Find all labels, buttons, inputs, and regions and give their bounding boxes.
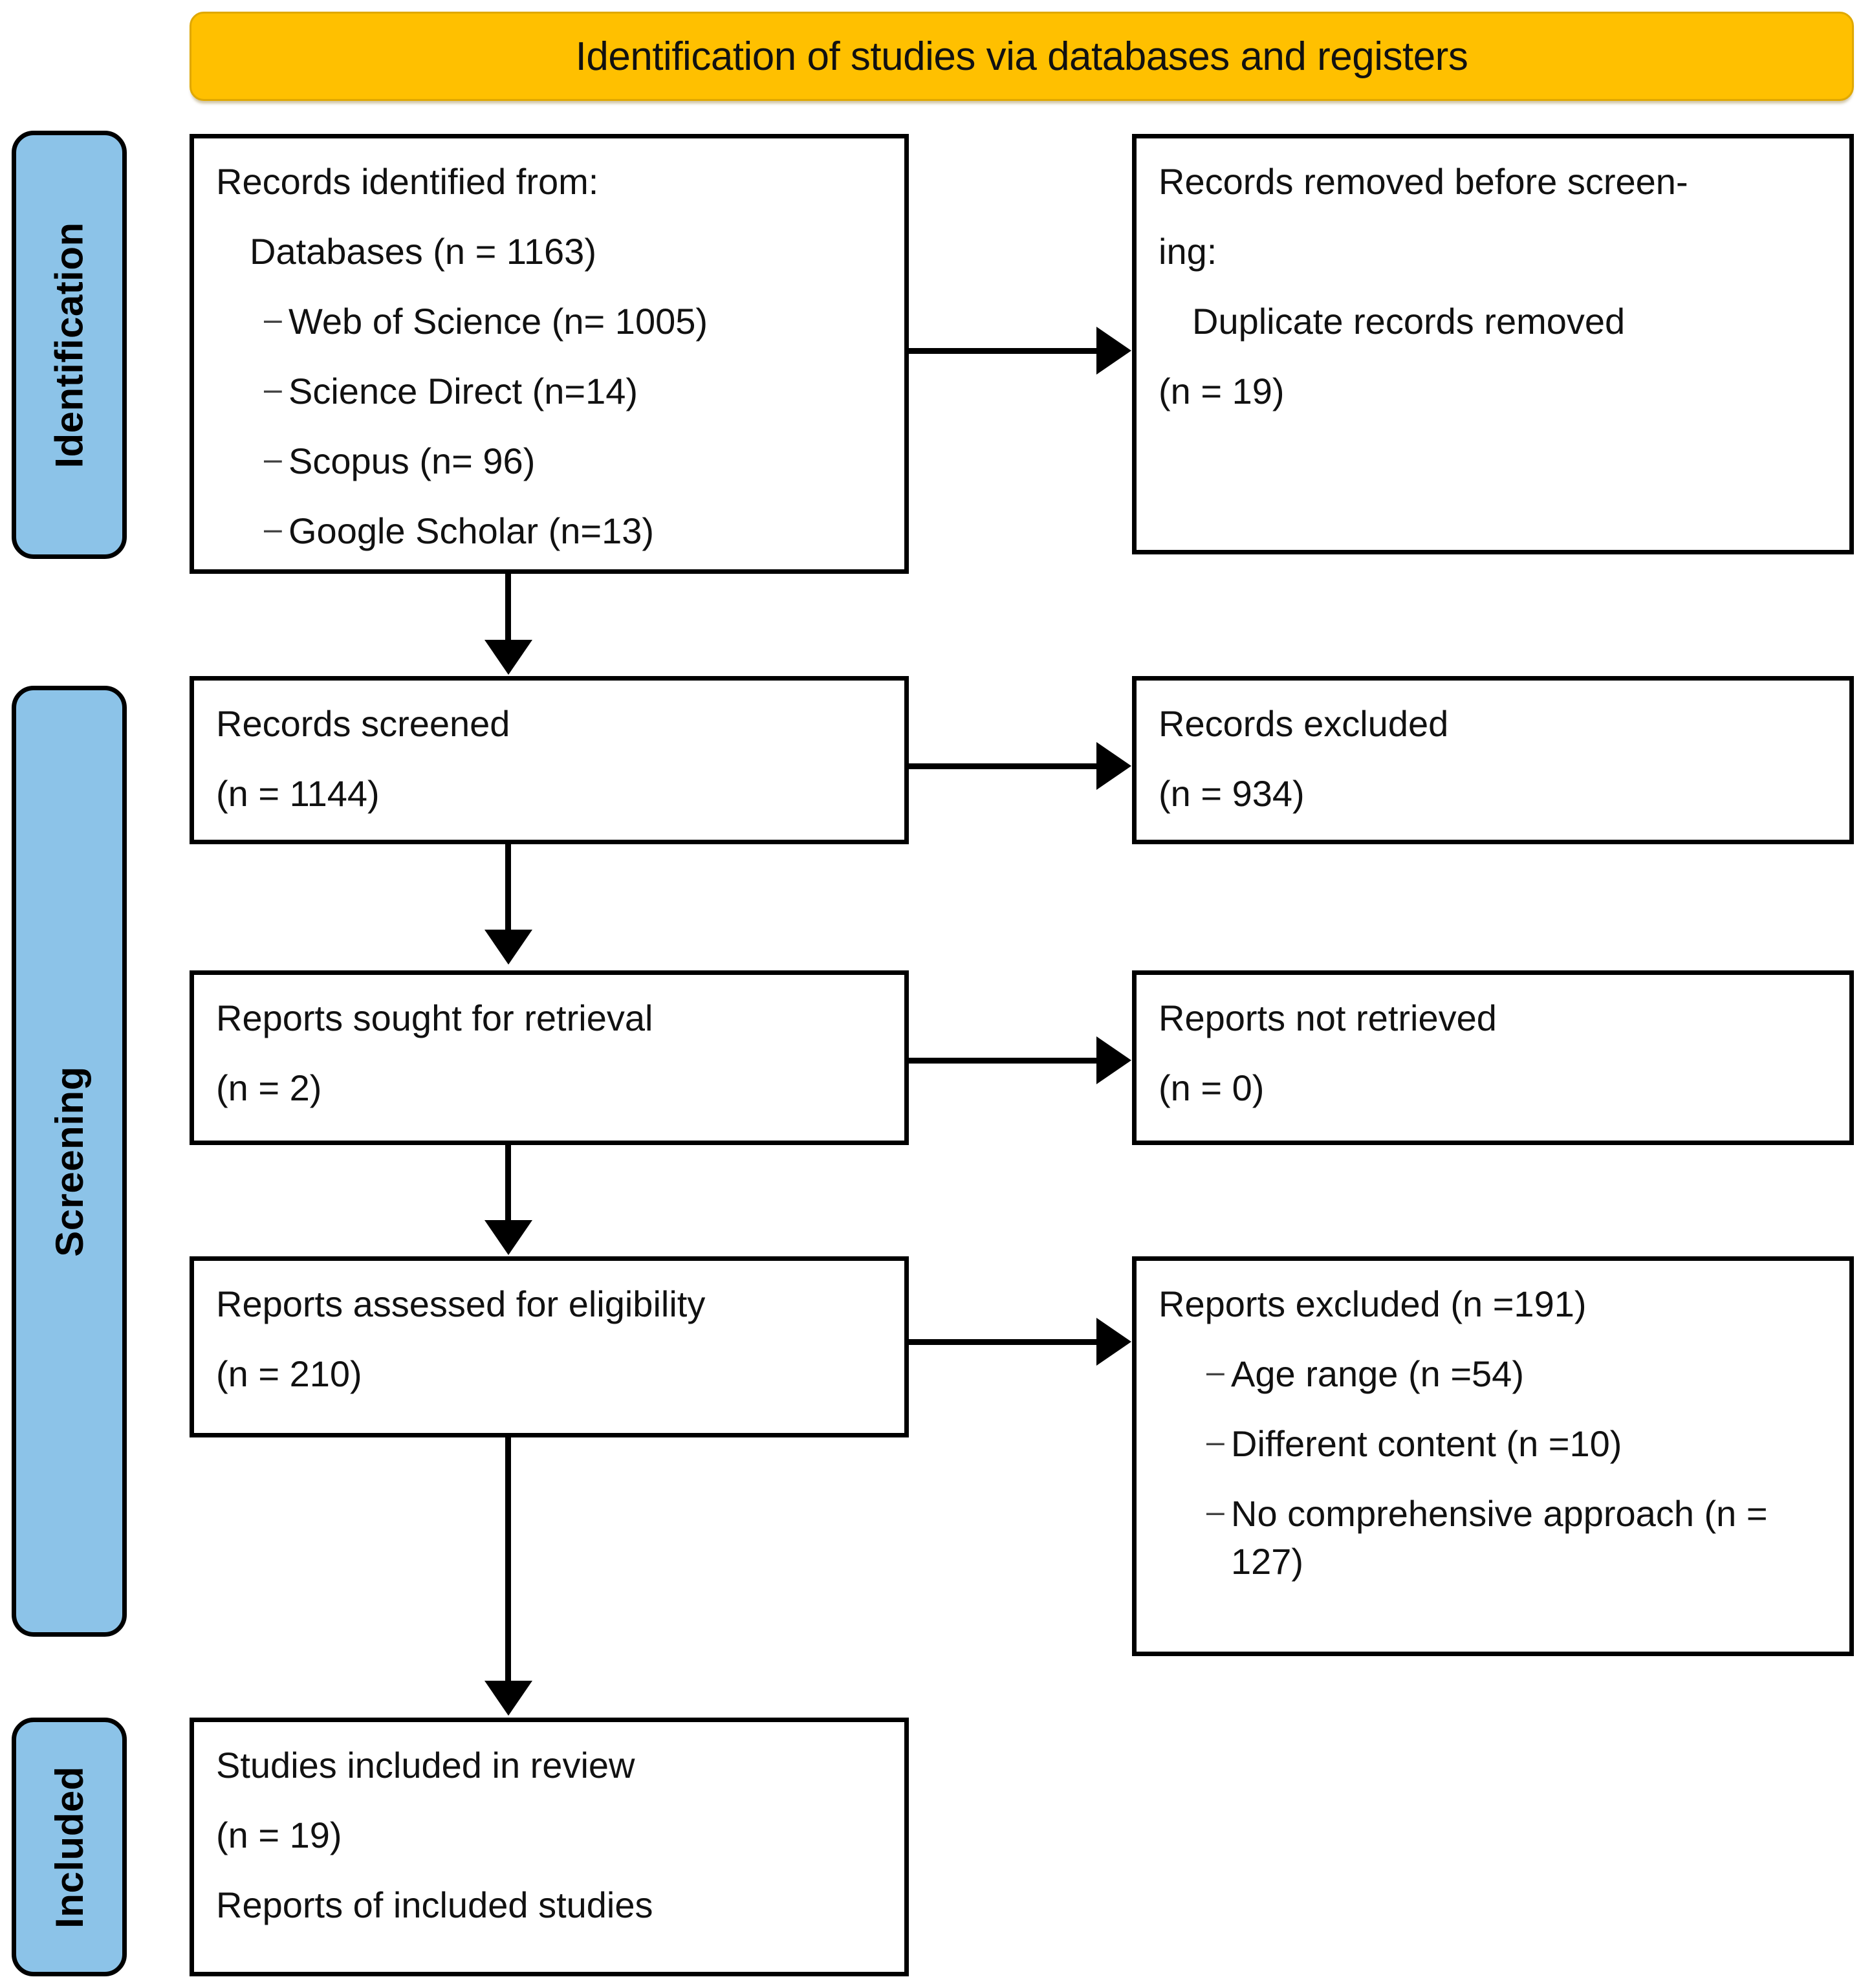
- list-item: – Age range (n =54): [1159, 1350, 1827, 1398]
- box-reports-not-retrieved: Reports not retrieved (n = 0): [1132, 970, 1854, 1145]
- reports-assessed-line2: (n = 210): [216, 1353, 362, 1394]
- connector-identified-to-screened: [505, 574, 511, 641]
- dash-bullet-icon: –: [264, 440, 282, 477]
- banner-title: Identification of studies via databases …: [575, 34, 1468, 79]
- list-item: – No comprehensive approach (n = 127): [1159, 1490, 1827, 1586]
- records-removed-line4: (n = 19): [1159, 370, 1285, 411]
- dash-bullet-icon: –: [1206, 1423, 1224, 1459]
- spacer: [216, 1859, 882, 1881]
- spacer: [216, 1328, 882, 1350]
- records-screened-line2: (n = 1144): [216, 772, 380, 814]
- reports-not-retrieved-line2: (n = 0): [1159, 1067, 1265, 1108]
- list-item: – Google Scholar (n=13): [216, 507, 882, 555]
- stage-label-identification-text: Identification: [47, 221, 91, 468]
- records-removed-line2: ing:: [1159, 230, 1217, 272]
- spacer: [1159, 748, 1827, 770]
- spacer: [1159, 345, 1827, 367]
- list-item: – Web of Science (n= 1005): [216, 298, 882, 345]
- box-records-identified: Records identified from: Databases (n = …: [190, 134, 909, 574]
- records-removed-line1: Records removed before screen-: [1159, 161, 1688, 202]
- source-label: Google Scholar (n=13): [288, 510, 655, 551]
- dash-bullet-icon: –: [1206, 1353, 1224, 1390]
- connector-screened-to-sought: [505, 844, 511, 931]
- records-identified-heading: Records identified from:: [216, 161, 599, 202]
- records-excluded-line1: Records excluded: [1159, 703, 1449, 744]
- spacer: [1159, 1042, 1827, 1064]
- spacer: [1159, 1328, 1827, 1350]
- studies-included-line1: Studies included in review: [216, 1745, 635, 1786]
- exclusion-reason: Age range (n =54): [1231, 1353, 1524, 1394]
- records-screened-line1: Records screened: [216, 703, 510, 744]
- reports-not-retrieved-line1: Reports not retrieved: [1159, 998, 1497, 1038]
- arrowhead-right-icon: [1096, 327, 1131, 375]
- list-item: – Scopus (n= 96): [216, 437, 882, 485]
- records-identified-subheading: Databases (n = 1163): [250, 230, 596, 272]
- studies-included-line2: (n = 19): [216, 1814, 342, 1855]
- box-reports-assessed: Reports assessed for eligibility (n = 21…: [190, 1256, 909, 1437]
- arrowhead-right-icon: [1096, 742, 1131, 790]
- connector-sought-to-not-retrieved: [909, 1058, 1098, 1064]
- connector-assessed-to-included: [505, 1437, 511, 1682]
- stage-label-identification: Identification: [12, 131, 127, 559]
- records-removed-line3: Duplicate records removed: [1192, 300, 1626, 342]
- spacer: [216, 345, 882, 367]
- stage-label-screening: Screening: [12, 686, 127, 1637]
- spacer: [1159, 276, 1827, 298]
- spacer: [216, 415, 882, 437]
- spacer: [216, 748, 882, 770]
- arrowhead-down-icon: [484, 640, 532, 675]
- reports-assessed-line1: Reports assessed for eligibility: [216, 1283, 706, 1324]
- list-item: – Different content (n =10): [1159, 1420, 1827, 1468]
- source-label: Scopus (n= 96): [288, 440, 536, 481]
- stage-label-included: Included: [12, 1718, 127, 1976]
- connector-screened-to-excluded: [909, 763, 1098, 769]
- spacer: [1159, 1468, 1827, 1490]
- list-item: – Science Direct (n=14): [216, 367, 882, 415]
- dash-bullet-icon: –: [1206, 1492, 1224, 1529]
- reports-sought-line1: Reports sought for retrieval: [216, 998, 653, 1038]
- studies-included-line3: Reports of included studies: [216, 1884, 653, 1925]
- source-label: Web of Science (n= 1005): [288, 300, 708, 342]
- source-label: Science Direct (n=14): [288, 370, 638, 411]
- dash-bullet-icon: –: [264, 510, 282, 547]
- exclusion-reason: No comprehensive approach (n = 127): [1231, 1492, 1768, 1582]
- arrowhead-right-icon: [1096, 1318, 1131, 1366]
- diagram-banner: Identification of studies via databases …: [190, 12, 1854, 101]
- spacer: [1159, 1398, 1827, 1420]
- box-reports-excluded: Reports excluded (n =191) – Age range (n…: [1132, 1256, 1854, 1656]
- spacer: [216, 206, 882, 228]
- box-studies-included: Studies included in review (n = 19) Repo…: [190, 1718, 909, 1976]
- connector-sought-to-assessed: [505, 1145, 511, 1221]
- records-excluded-line2: (n = 934): [1159, 772, 1305, 814]
- spacer: [1159, 206, 1827, 228]
- arrowhead-down-icon: [484, 930, 532, 965]
- box-records-screened: Records screened (n = 1144): [190, 676, 909, 844]
- reports-excluded-heading: Reports excluded (n =191): [1159, 1283, 1587, 1324]
- dash-bullet-icon: –: [264, 300, 282, 337]
- stage-label-included-text: Included: [47, 1765, 91, 1928]
- arrowhead-right-icon: [1096, 1036, 1131, 1084]
- exclusion-reason: Different content (n =10): [1231, 1423, 1622, 1464]
- spacer: [216, 1789, 882, 1811]
- connector-assessed-to-reports-excluded: [909, 1339, 1098, 1345]
- dash-bullet-icon: –: [264, 370, 282, 407]
- box-records-excluded: Records excluded (n = 934): [1132, 676, 1854, 844]
- spacer: [216, 276, 882, 298]
- stage-label-screening-text: Screening: [47, 1065, 91, 1257]
- arrowhead-down-icon: [484, 1681, 532, 1716]
- spacer: [216, 485, 882, 507]
- box-reports-sought: Reports sought for retrieval (n = 2): [190, 970, 909, 1145]
- box-records-removed: Records removed before screen- ing: Dupl…: [1132, 134, 1854, 554]
- connector-identified-to-removed: [909, 348, 1098, 354]
- arrowhead-down-icon: [484, 1220, 532, 1255]
- reports-sought-line2: (n = 2): [216, 1067, 322, 1108]
- spacer: [216, 1042, 882, 1064]
